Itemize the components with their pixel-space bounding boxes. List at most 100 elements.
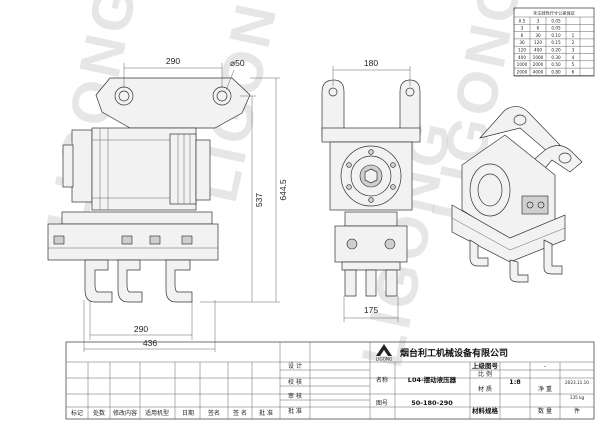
tolerance-cell: 1000 [517, 62, 528, 67]
label-approve: 批 准 [288, 407, 302, 415]
label-qty: 数 量 [538, 407, 552, 415]
iso-hook-right [543, 239, 563, 275]
label-scale: 比 例 [478, 370, 492, 378]
side-left-lug [321, 79, 345, 137]
tolerance-cell: 0.5 [519, 18, 526, 23]
tolerance-cell: 0.20 [551, 48, 561, 53]
rev-header-count: 处数 [93, 409, 105, 417]
side-hex-nut [364, 168, 378, 184]
dim-side-bottom-175: 175 [364, 305, 378, 315]
dim-height-6445: 644.5 [278, 179, 288, 201]
tolerance-cell: 0.80 [551, 69, 561, 74]
iso-base-frame [451, 204, 566, 263]
side-dimensions: 180 175 [332, 58, 411, 322]
tolerance-cell: 2000 [533, 62, 544, 67]
rev-header-mark: 标记 [71, 409, 83, 417]
label-weight: 净 重 [538, 385, 552, 393]
front-left-cap [62, 144, 74, 188]
front-hook-left [84, 259, 113, 303]
front-dimensions: 290 ⌀50 537 644.5 290 436 [83, 56, 288, 352]
tolerance-cell: 3 [521, 26, 524, 31]
tolerance-cell: 6 [572, 69, 575, 74]
tolerance-cell: 0.05 [551, 26, 561, 31]
side-lower-block [334, 225, 408, 263]
upper-no-value: - [544, 363, 546, 370]
front-left-flange [71, 129, 93, 203]
rev-header-sign2: 签 名 [233, 409, 247, 417]
label-drawing-no: 图号 [376, 400, 388, 407]
tolerance-cell: 0.15 [551, 40, 561, 45]
weight-value: 135 kg [570, 395, 585, 400]
drawing-no: 50-180-290 [411, 399, 453, 407]
tolerance-cell: 3 [537, 18, 540, 23]
dim-height-537: 537 [254, 193, 264, 207]
side-foot-mid [365, 269, 377, 297]
tolerance-cell: 30 [535, 33, 541, 38]
side-port-left [346, 238, 358, 250]
side-adapter [344, 211, 398, 227]
front-cylinder-end [169, 133, 197, 205]
tolerance-cell: 0.50 [551, 62, 561, 67]
scale-value: 1:8 [509, 378, 521, 386]
rev-header-content: 修改内容 [113, 409, 137, 417]
svg-text:LIGONG: LIGONG [376, 357, 393, 362]
tolerance-cell: 3 [572, 48, 575, 53]
tolerance-cell: 6 [521, 33, 524, 38]
qty-value: 件 [574, 407, 580, 415]
tolerance-cell: 2000 [517, 69, 528, 74]
tolerance-cell: 120 [518, 48, 526, 53]
front-top-lug [95, 77, 251, 129]
tolerance-table-title: 未注线性尺寸公差保证 [533, 10, 576, 17]
side-foot-right [385, 269, 398, 297]
tolerance-cell: 2 [572, 40, 575, 45]
front-frame [47, 223, 219, 261]
front-hook-mid [117, 259, 143, 303]
front-view [47, 77, 251, 303]
tolerance-cell: 5 [572, 62, 575, 67]
pin-hole-right-inner [216, 90, 228, 102]
dim-side-top-180: 180 [364, 58, 378, 68]
front-base-plate [61, 211, 213, 225]
side-flange-outer [340, 145, 402, 207]
pin-hole-left-inner [118, 90, 130, 102]
dim-front-bottom-436: 436 [143, 338, 157, 348]
label-spec: 材料规格 [471, 406, 499, 415]
tolerance-cell: 400 [518, 55, 526, 60]
rev-header-date: 日期 [182, 409, 194, 417]
label-review: 审 核 [288, 392, 302, 400]
iso-hook-mid [509, 259, 529, 283]
side-view [321, 79, 421, 297]
front-cylinder-ribs [99, 128, 191, 210]
side-flange-mid [350, 155, 392, 197]
tolerance-cell: 4 [572, 55, 575, 60]
tolerance-cell: 4000 [533, 69, 544, 74]
tolerance-cell: 6 [537, 26, 540, 31]
side-foot-left [344, 269, 357, 297]
company-logo: LIGONG [376, 344, 393, 362]
tolerance-cell: 1000 [533, 55, 544, 60]
title-block: LIGONG 烟台利工机械设备有限公司 设 计 校 核 审 核 批 准 名称 L… [65, 341, 595, 420]
tolerance-cell: 120 [534, 40, 542, 45]
company-name: 烟台利工机械设备有限公司 [400, 347, 508, 359]
date-value: 2023.11.10 [565, 380, 589, 385]
dim-pin-dia: ⌀50 [230, 58, 245, 68]
side-port-right [384, 238, 396, 250]
tolerance-cell: 0.10 [551, 33, 561, 38]
tolerance-cell: 1 [572, 33, 575, 38]
label-check: 校 核 [288, 378, 302, 386]
dim-front-bottom-290: 290 [134, 324, 148, 334]
product-name: L04-摆动液压器 [408, 375, 457, 384]
label-material: 材 质 [478, 385, 492, 393]
iso-valve-block [521, 195, 549, 215]
front-hook-right [165, 259, 193, 303]
front-right-cap [195, 139, 211, 201]
tolerance-cell: 0.30 [551, 55, 561, 60]
rev-header-approve: 批 准 [259, 409, 273, 417]
label-design: 设 计 [288, 362, 302, 370]
dim-front-top-290: 290 [166, 56, 180, 66]
tolerance-cell: 400 [534, 48, 542, 53]
front-frame-bolts [48, 235, 218, 249]
side-base [341, 261, 401, 271]
